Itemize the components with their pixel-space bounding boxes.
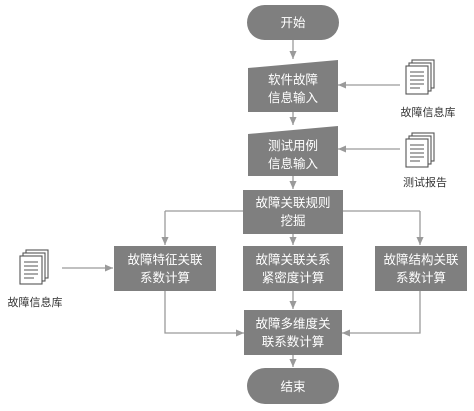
fault-info-input-line1: 软件故障 [268,72,318,87]
document-stack-icon [405,59,435,95]
test-case-input-line1: 测试用例 [268,138,318,153]
fault-info-input-node: 软件故障 信息输入 [248,60,338,112]
feature-coefficient-line2: 系数计算 [140,270,190,285]
structure-coefficient-line1: 故障结构关联 [383,252,459,267]
start-node: 开始 [247,5,339,40]
document-stack-icon [405,132,435,168]
test-report-label: 测试报告 [403,175,447,189]
feature-coefficient-line1: 故障特征关联 [127,252,203,267]
test-report: 测试报告 [403,132,447,189]
multidimensional-node: 故障多维度关 联系数计算 [244,310,342,355]
test-case-input-line2: 信息输入 [268,156,319,171]
tightness-node: 故障关联关系 紧密度计算 [243,246,343,291]
structure-coefficient-line2: 系数计算 [396,270,446,285]
rule-mining-line1: 故障关联规则 [255,195,330,210]
multidimensional-line1: 故障多维度关 [255,316,330,331]
end-label: 结束 [280,379,306,394]
start-label: 开始 [280,15,306,30]
test-case-input-node: 测试用例 信息输入 [248,126,338,176]
structure-coefficient-node: 故障结构关联 系数计算 [375,246,467,291]
rule-mining-line2: 挖掘 [280,213,305,228]
edge-feature-to-multidim [164,291,244,337]
fault-info-input-line2: 信息输入 [268,90,319,105]
rule-mining-node: 故障关联规则 挖掘 [243,190,343,234]
tightness-line1: 故障关联关系 [255,252,330,267]
tightness-line2: 紧密度计算 [262,270,325,285]
document-stack-icon [19,249,49,285]
fault-database-left-label: 故障信息库 [8,295,63,309]
multidimensional-line2: 联系数计算 [262,334,325,349]
edges [62,40,424,367]
feature-coefficient-node: 故障特征关联 系数计算 [114,246,216,291]
end-node: 结束 [247,368,339,404]
edge-structure-to-multidim [342,291,421,337]
fault-database-left: 故障信息库 [8,249,63,309]
fault-database-right: 故障信息库 [401,59,456,119]
fault-database-right-label: 故障信息库 [401,105,456,119]
